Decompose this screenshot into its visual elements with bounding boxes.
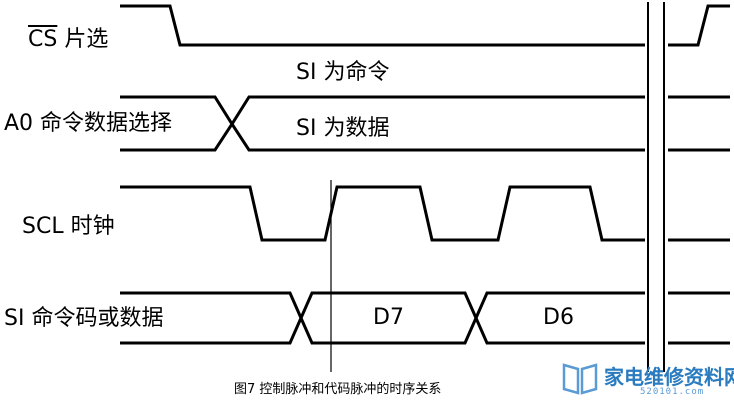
a0-label: A0 命令数据选择 <box>4 111 173 136</box>
figure-caption: 图7 控制脉冲和代码脉冲的时序关系 <box>234 382 442 397</box>
si-data-annotation: SI 为数据 <box>296 116 390 141</box>
book-logo-icon <box>562 363 598 395</box>
si-label: SI 命令码或数据 <box>4 306 164 331</box>
cs-label-text: 片选 <box>64 27 109 52</box>
si-command-annotation: SI 为命令 <box>296 60 390 85</box>
watermark-text: 家电维修资料网 <box>604 365 734 389</box>
si-waveform-low <box>120 314 645 345</box>
scl-waveform <box>120 185 645 242</box>
si-waveform-high <box>120 291 645 322</box>
watermark-url: 520101.com <box>640 387 705 397</box>
a0-waveform-low <box>120 121 645 152</box>
cs-waveform <box>120 4 645 47</box>
cs-waveform-tail <box>668 4 730 47</box>
cs-label: CS 片选 <box>28 29 108 51</box>
cs-bar-text: CS <box>28 27 58 52</box>
scl-label: SCL 时钟 <box>22 214 115 239</box>
bit-d7-label: D7 <box>373 305 404 330</box>
bit-d6-label: D6 <box>543 305 574 330</box>
watermark: 家电维修资料网 520101.com <box>560 355 734 401</box>
